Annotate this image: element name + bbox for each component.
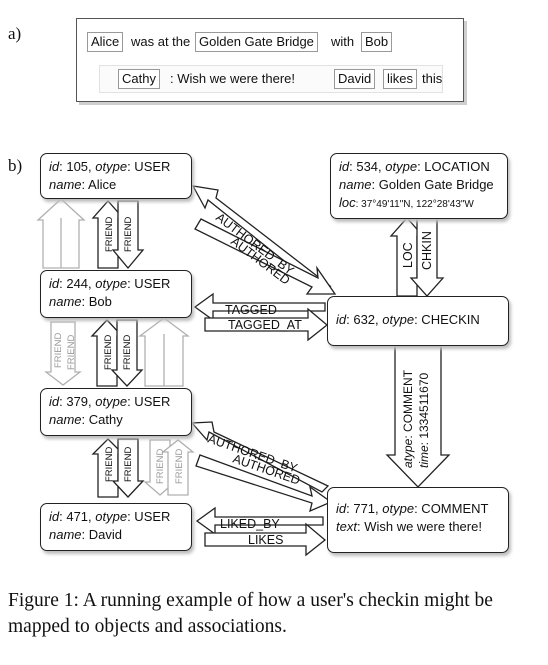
- token-likes: likes: [383, 69, 418, 89]
- friend-down-arrow-alice-bob: [111, 200, 145, 270]
- node-location: id: 534, otype: LOCATION name: Golden Ga…: [330, 153, 508, 219]
- token-with: with: [331, 34, 355, 49]
- liked-by-label: LIKED_BY: [220, 517, 280, 531]
- friend-label-bc-1: FRIEND: [103, 335, 114, 371]
- friend-label-cd-1: FRIEND: [104, 447, 115, 483]
- friend-label-ab-1: FRIEND: [104, 217, 115, 253]
- chkin-label: CHKIN: [420, 231, 434, 270]
- node-alice: id: 105, otype: USER name: Alice: [40, 153, 192, 199]
- tagged-at-label: TAGGED_AT: [228, 318, 302, 332]
- loc-up-arrow: [389, 217, 425, 297]
- token-golden-gate-bridge: Golden Gate Bridge: [195, 32, 318, 52]
- token-wish-text: : Wish we were there!: [170, 71, 295, 86]
- token-david: David: [334, 69, 376, 89]
- atype-label: atype: COMMENT: [401, 369, 415, 468]
- friend-label-ab-2: FRIEND: [123, 217, 134, 253]
- friend-label-cd-2: FRIEND: [123, 447, 134, 483]
- panel-b-label: b): [8, 156, 23, 175]
- node-bob: id: 244, otype: USER name: Bob: [40, 270, 192, 318]
- token-was-at-the: was at the: [131, 34, 191, 49]
- token-this: this: [422, 71, 443, 86]
- chkin-down-arrow: [409, 217, 445, 297]
- friend-down-arrow-cathy-david: [111, 438, 145, 498]
- node-david: id: 471, otype: USER name: David: [40, 503, 192, 551]
- graph-edges: AUTHORED_BY AUTHORED TAGGED TAGGED_AT AU…: [36, 185, 451, 557]
- comment-association-arrow: [385, 345, 451, 488]
- figure-caption: Figure 1: A running example of how a use…: [8, 590, 493, 637]
- likes-label: LIKES: [248, 533, 283, 547]
- tagged-at-arrow: [204, 307, 329, 342]
- token-alice: Alice: [87, 32, 124, 52]
- authored-arrow-1: [194, 218, 337, 295]
- grey-up-arrow-cathy-david: [161, 439, 195, 496]
- friend-label-grey-cd-2: FRIEND: [174, 449, 185, 485]
- panel-a-label: a): [8, 24, 22, 43]
- token-bob: Bob: [361, 32, 393, 52]
- authored-by-arrow-2: [190, 421, 330, 493]
- tagged-arrow: [193, 292, 326, 322]
- comment-line: Cathy : Wish we were there! David likes …: [99, 65, 443, 93]
- likes-arrow: [204, 522, 327, 557]
- authored-arrow-2: [195, 454, 333, 513]
- grey-down-arrow-bob-cathy: [44, 321, 82, 386]
- friend-label-bc-2: FRIEND: [122, 335, 133, 371]
- node-checkin: id: 632, otype: CHECKIN: [327, 296, 509, 346]
- sentence-panel: Alice was at the Golden Gate Bridge with…: [76, 18, 464, 102]
- friend-label-grey-cd-1: FRIEND: [155, 449, 166, 485]
- time-label: time: 1334511670: [417, 372, 431, 468]
- friend-label-grey-bc-2: FRIEND: [66, 335, 77, 371]
- liked-by-arrow: [195, 506, 324, 536]
- node-comment: id: 771, otype: COMMENT text: Wish we we…: [327, 487, 509, 553]
- loc-label: LOC: [401, 242, 415, 268]
- tagged-label: TAGGED: [225, 303, 277, 317]
- friend-label-grey-bc-1: FRIEND: [53, 333, 64, 369]
- friend-down-arrow-bob-cathy: [110, 319, 144, 387]
- token-cathy: Cathy: [118, 69, 160, 89]
- node-cathy: id: 379, otype: USER name: Cathy: [40, 388, 192, 436]
